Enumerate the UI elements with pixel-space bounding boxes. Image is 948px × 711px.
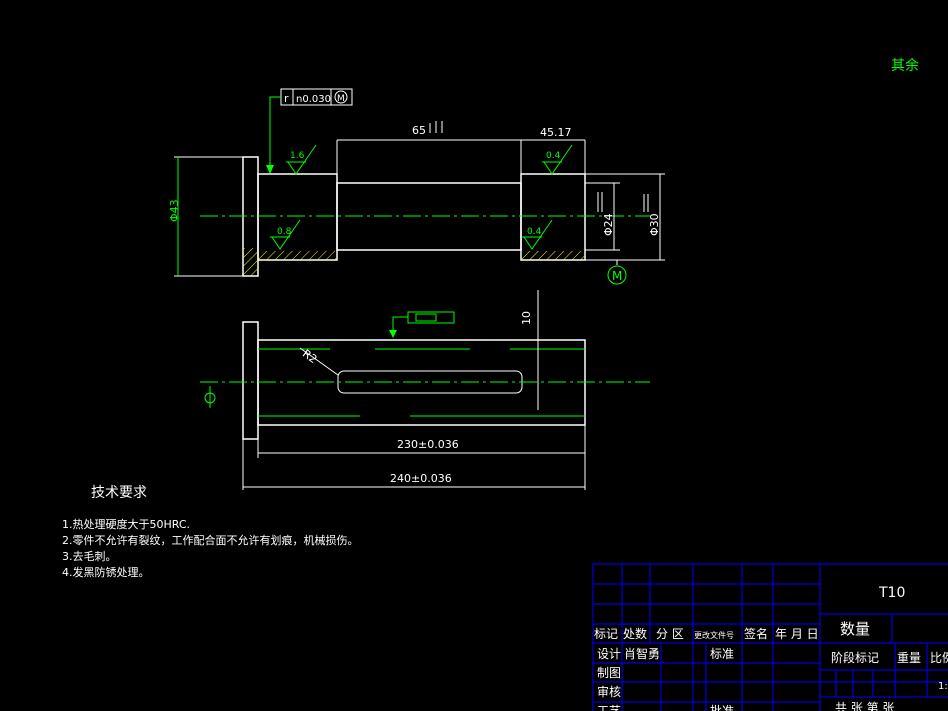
tech-req-item-3: 3.去毛刺。 [62, 550, 117, 563]
tolerance-ticks [429, 121, 649, 212]
weight-label: 重量 [897, 651, 921, 665]
tolerance-symbol: r [284, 92, 289, 105]
roughness-0-8: 0.8 [277, 227, 292, 237]
roughness-0-4-top: 0.4 [546, 151, 561, 161]
title-block-grid [592, 563, 948, 711]
datum-m-label: M [612, 269, 622, 283]
title-block-text: T10 数量 标记 处数 分 区 更改文件号 签名 年 月 日 设计 肖智勇 标… [594, 585, 948, 711]
scale-value: 1:1 [938, 681, 948, 692]
quantity-label: 数量 [840, 620, 870, 638]
dim-45: 45.17 [540, 126, 572, 139]
roughness-1-6: 1.6 [290, 151, 305, 161]
roughness-0-4-bottom: 0.4 [527, 227, 542, 237]
section-hatch-flange [243, 248, 258, 276]
dim-230: 230±0.036 [397, 438, 459, 451]
roughness-symbols [270, 144, 573, 250]
tolerance-modifier: M [337, 94, 345, 104]
keyway-symbol [389, 311, 455, 338]
dim-240: 240±0.036 [390, 472, 452, 485]
header-mark: 标记 [594, 627, 618, 641]
top-dimensions [174, 139, 665, 277]
material-label: T10 [878, 585, 905, 601]
datum-m-circle [607, 265, 627, 285]
section-hatch-right [521, 251, 585, 260]
sheet-label: 共 张 第 张 [835, 701, 894, 711]
tech-req-item-4: 4.发黑防锈处理。 [62, 565, 150, 579]
header-date: 年 月 日 [775, 627, 819, 641]
tolerance-value: n0.030 [296, 94, 331, 105]
header-zone: 分 区 [656, 627, 684, 641]
drawing-label: 制图 [597, 666, 621, 680]
geometric-tolerance-frame: r n0.030 M [266, 88, 353, 174]
side-dimensions [242, 425, 586, 490]
header-sign: 签名 [744, 626, 768, 641]
approve-label: 批准 [710, 703, 734, 711]
dim-65: 65 [412, 124, 426, 137]
dim-d30: Φ30 [648, 213, 661, 236]
roughness-default-note: 其余 [891, 57, 919, 74]
side-flange [242, 321, 259, 440]
side-hidden-lines [200, 348, 650, 417]
dim-d24: Φ24 [602, 213, 615, 236]
review-label: 审核 [597, 684, 621, 699]
header-count: 处数 [623, 626, 647, 641]
standard-label: 标准 [710, 647, 734, 661]
design-label: 设计 [597, 647, 621, 661]
tech-req-item-1: 1.热处理硬度大于50HRC. [62, 517, 190, 531]
dim-10: 10 [520, 311, 533, 325]
shaft-left-segment [257, 173, 338, 261]
tech-req-item-2: 2.零件不允许有裂纹，工作配合面不允许有划痕，机械损伤。 [62, 533, 359, 547]
tech-req-title: 技术要求 [91, 485, 147, 501]
dim-d43: Φ43 [168, 199, 181, 222]
process-label: 工艺 [597, 704, 621, 711]
side-view [242, 321, 586, 440]
scale-label: 比例 [930, 651, 948, 665]
stage-mark-label: 阶段标记 [831, 650, 879, 665]
designer-name: 肖智勇 [624, 646, 660, 661]
header-change-doc: 更改文件号 [694, 630, 734, 640]
section-hatch-left [258, 251, 337, 260]
